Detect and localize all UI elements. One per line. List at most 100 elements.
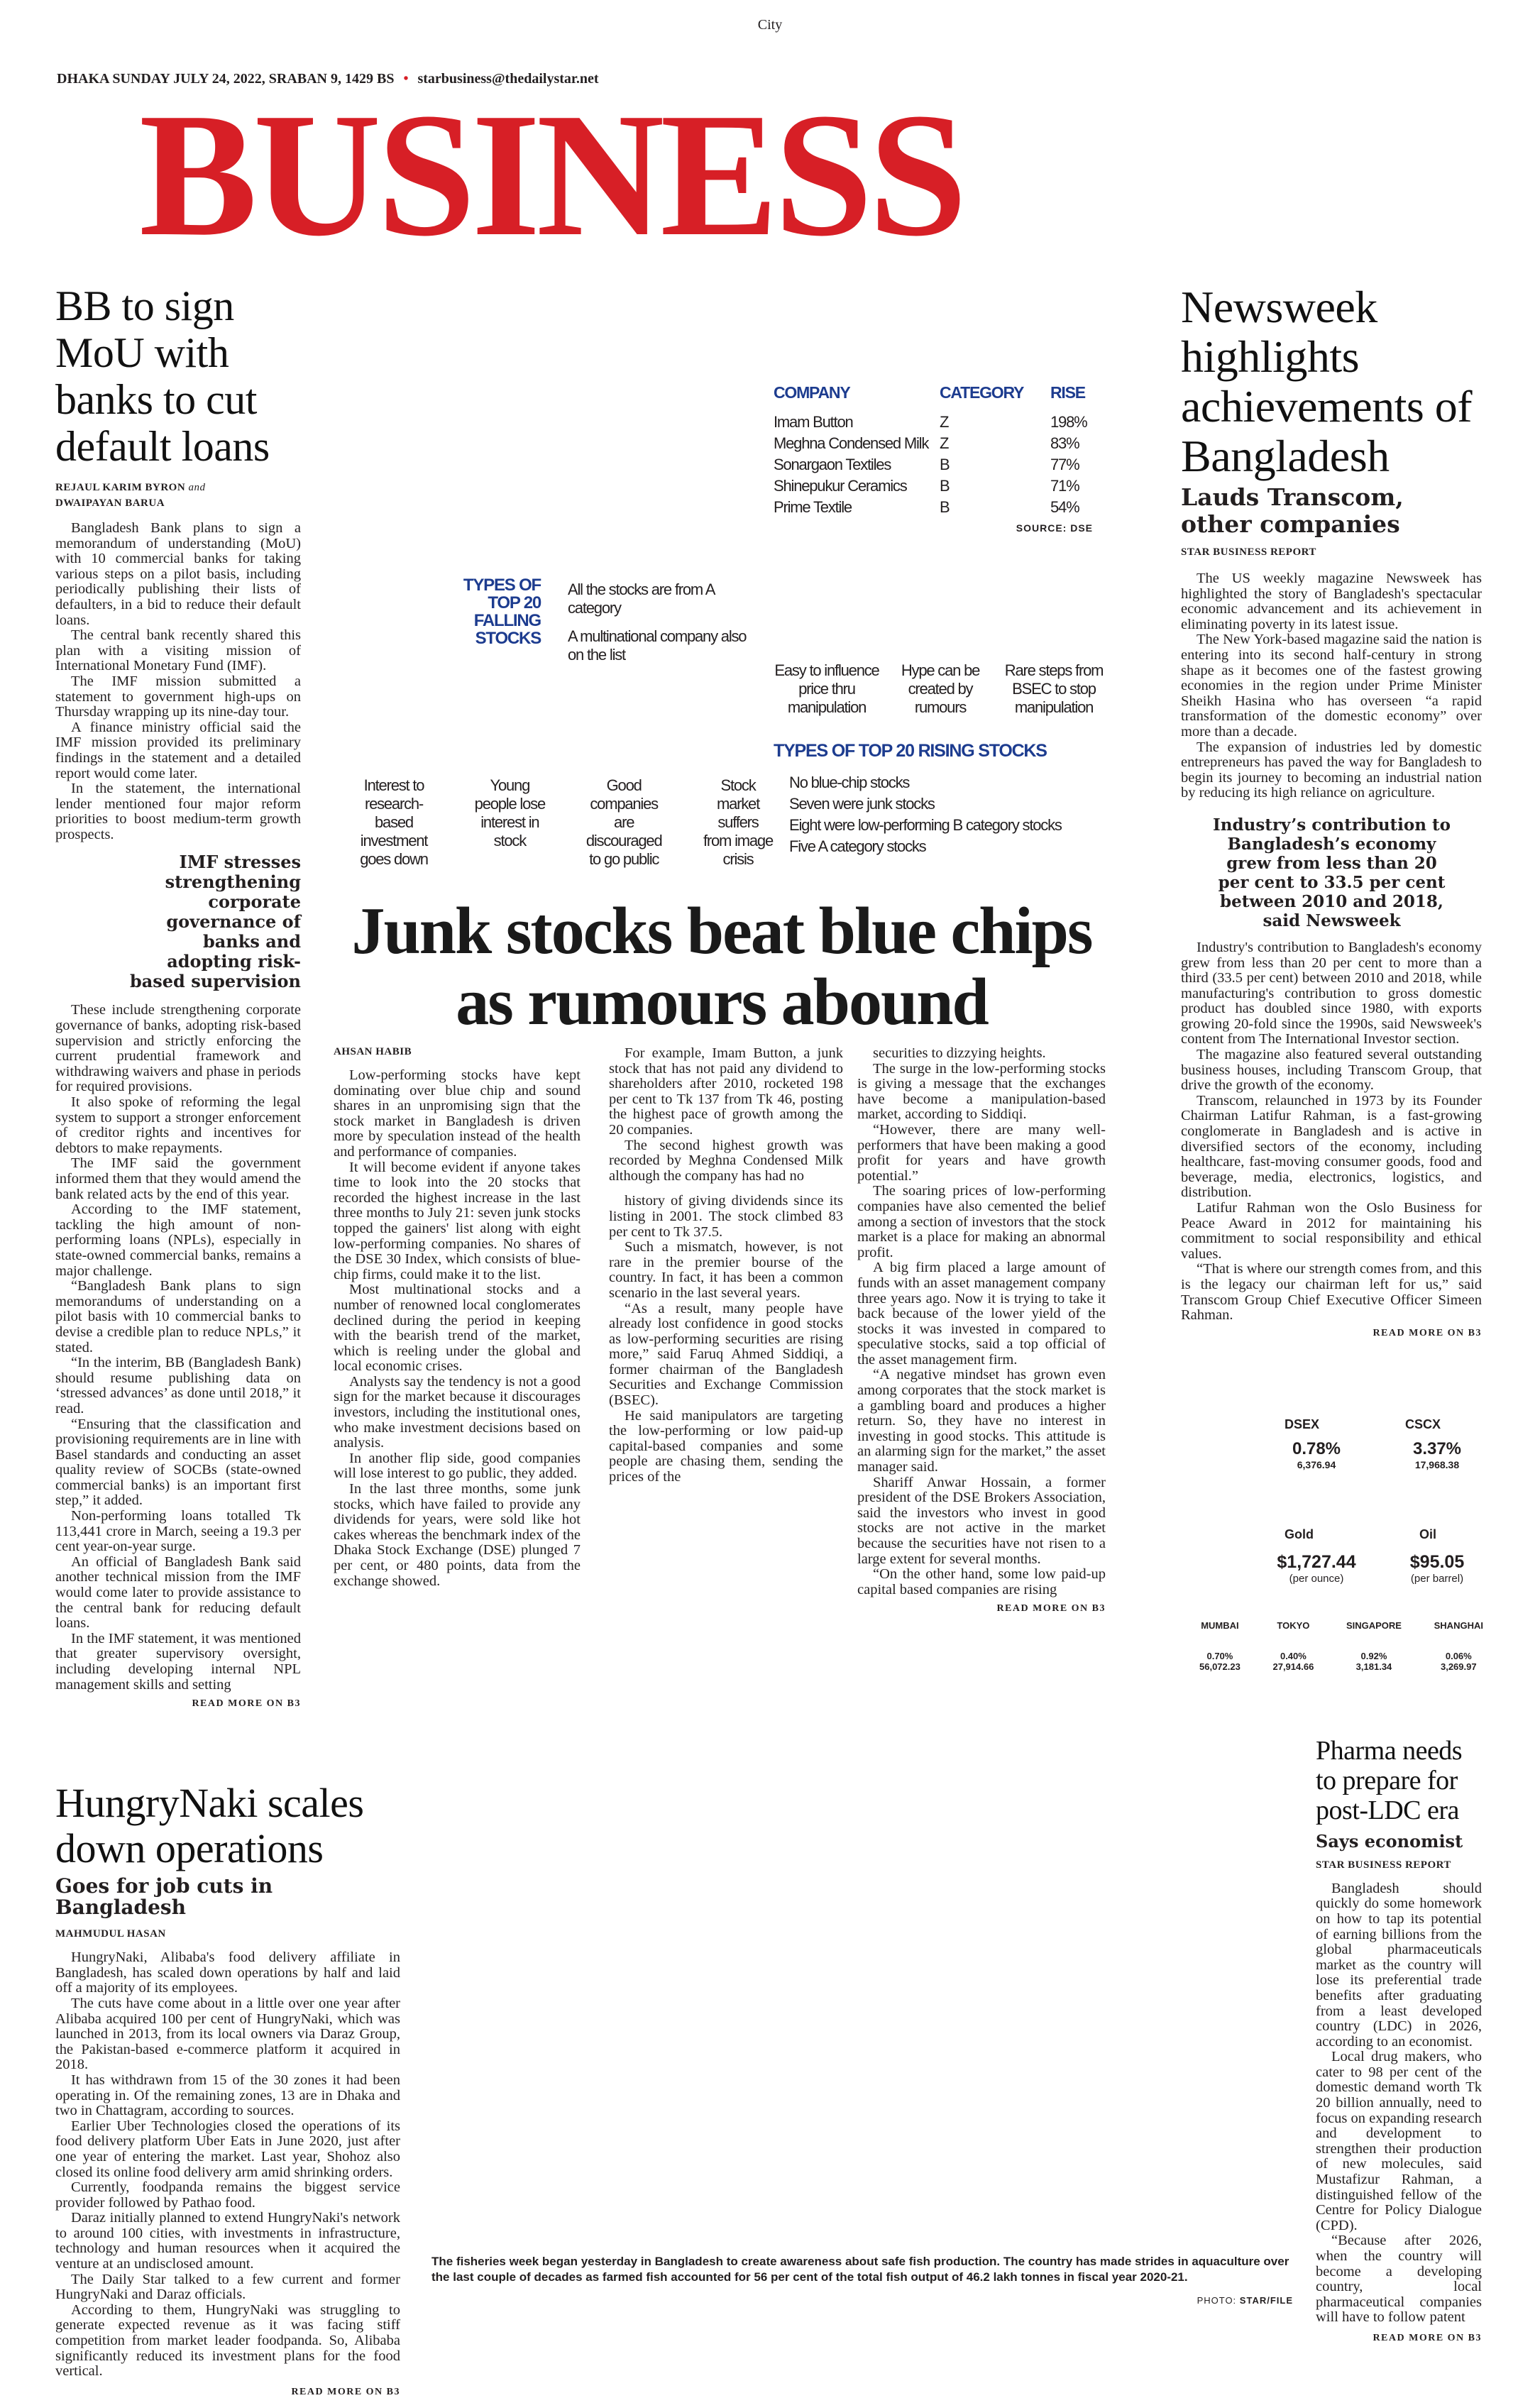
index-name: DSEX xyxy=(1285,1417,1320,1431)
paragraph: securities to dizzying heights. xyxy=(873,1045,1046,1061)
paragraph: “Ensuring that the classification and pr… xyxy=(55,1416,301,1509)
company-name: Prime Textile xyxy=(774,498,852,516)
title-line: TYPES OF xyxy=(463,576,541,595)
bb-subhead: IMF stresses strengthening corporate gov… xyxy=(129,852,301,992)
hungrynaki-headline[interactable]: HungryNaki scales down operations xyxy=(55,1780,364,1872)
paragraph: A finance ministry official said the IMF… xyxy=(55,719,301,781)
reason-item: Hype can be created by rumours xyxy=(901,661,981,716)
paragraph: Local drug makers, who cater to 98 per c… xyxy=(1316,2049,1482,2233)
paragraph: The IMF said the government informed the… xyxy=(55,1155,301,1202)
paragraph: In another flip side, good companies wil… xyxy=(334,1450,581,1482)
category: B xyxy=(940,498,950,516)
paragraph: history of giving dividends since its li… xyxy=(609,1193,843,1240)
newsweek-subhead: Lauds Transcom, other companies xyxy=(1181,483,1404,538)
col-rise: RISE xyxy=(1050,383,1086,402)
bb-headline[interactable]: BB to sign MoU with banks to cut default… xyxy=(55,282,270,470)
separator-dot: • xyxy=(403,71,409,87)
paragraph: The central bank recently shared this pl… xyxy=(55,627,301,674)
rising-item: No blue-chip stocks xyxy=(789,774,910,791)
falling-item: All the stocks are from A category xyxy=(568,581,715,617)
paragraph: Such a mismatch, however, is not rare in… xyxy=(609,1239,843,1301)
market-change: 0.06% xyxy=(1445,1650,1472,1661)
rising-title: TYPES OF TOP 20 RISING STOCKS xyxy=(774,741,1047,761)
pharma-headline[interactable]: Pharma needs to prepare for post-LDC era xyxy=(1316,1735,1463,1825)
section-label: City xyxy=(757,17,783,33)
index-change: 3.37% xyxy=(1412,1439,1462,1458)
pharma-subhead: Says economist xyxy=(1316,1830,1463,1852)
market-change: 0.70% xyxy=(1206,1650,1233,1661)
bb-body-1: Bangladesh Bank plans to sign a memorand… xyxy=(55,520,301,842)
commodity-unit: (per ounce) xyxy=(1289,1572,1344,1585)
rising-item: Seven were junk stocks xyxy=(789,795,935,813)
index-value: 6,376.94 xyxy=(1297,1458,1336,1470)
commodity-name: Oil xyxy=(1419,1527,1437,1541)
hungrynaki-article: HungryNaki scales down operations Goes f… xyxy=(55,1781,400,2398)
market-value: 56,072.23 xyxy=(1199,1661,1241,1672)
paragraph: According to the IMF statement, tackling… xyxy=(55,1201,301,1279)
table-source: SOURCE: DSE xyxy=(1016,522,1093,534)
bb-byline: REJAUL KARIM BYRON and DWAIPAYAN BARUA xyxy=(55,480,410,511)
newsweek-body-2: Industry's contribution to Bangladesh's … xyxy=(1181,940,1482,1324)
rising-item: Five A category stocks xyxy=(789,837,927,855)
paragraph: HungryNaki, Alibaba's food delivery affi… xyxy=(55,1949,400,1996)
falling-item: A multinational company also on the list xyxy=(568,627,747,664)
effect-item: Stock market suffers from image crisis xyxy=(703,776,774,868)
rise-pct: 77% xyxy=(1050,456,1080,473)
hungrynaki-body: HungryNaki, Alibaba's food delivery affi… xyxy=(55,1949,400,2380)
credit-label: PHOTO: xyxy=(1197,2295,1237,2306)
lead-byline: AHSAN HABIB xyxy=(334,1046,412,1057)
rise-pct: 198% xyxy=(1050,413,1088,431)
newsweek-headline[interactable]: Newsweek highlights achievements of Bang… xyxy=(1181,282,1473,481)
market-name: MUMBAI xyxy=(1201,1619,1239,1631)
reason-item: Rare steps from BSEC to stop manipulatio… xyxy=(1004,661,1104,716)
paragraph: In the statement, the international lend… xyxy=(55,781,301,842)
read-more-link[interactable]: READ MORE ON B3 xyxy=(192,1698,301,1710)
lead-story: Junk stocks beat blue chips as rumours a… xyxy=(328,896,1116,1615)
lead-headline[interactable]: Junk stocks beat blue chips as rumours a… xyxy=(351,894,1094,1039)
newsweek-byline: STAR BUSINESS REPORT xyxy=(1181,546,1316,558)
paragraph: The cuts have come about in a little ove… xyxy=(55,1995,400,2073)
email-link[interactable]: starbusiness@thedailystar.net xyxy=(417,71,599,87)
author: REJAUL KARIM BYRON xyxy=(55,482,186,493)
paragraph: The surge in the low-performing stocks i… xyxy=(857,1060,1106,1123)
paragraph: It has withdrawn from 15 of the 30 zones… xyxy=(55,2072,400,2119)
title-line: STOCKS xyxy=(475,629,542,648)
hungrynaki-byline: MAHMUDUL HASAN xyxy=(55,1928,166,1940)
read-more-link[interactable]: READ MORE ON B3 xyxy=(996,1603,1106,1615)
market-name: SHANGHAI xyxy=(1434,1619,1483,1631)
paragraph: Daraz initially planned to extend Hungry… xyxy=(55,2210,400,2272)
read-more-link[interactable]: READ MORE ON B3 xyxy=(1373,2332,1482,2343)
photo-credit: PHOTO: STAR/FILE xyxy=(1107,2295,1293,2306)
company-name: Sonargaon Textiles xyxy=(774,456,891,473)
index-dsex: DSEX 0.78%6,376.94 xyxy=(1270,1417,1363,1470)
paragraph: “As a result, many people have already l… xyxy=(609,1300,843,1409)
falling-title: TYPES OF TOP 20 FALLING STOCKS xyxy=(426,576,541,647)
read-more-link[interactable]: READ MORE ON B3 xyxy=(291,2386,400,2397)
paragraph: He said manipulators are targeting the l… xyxy=(609,1407,843,1485)
commodity-gold: Gold$1,727.44(per ounce) xyxy=(1270,1527,1363,1585)
company-name: Imam Button xyxy=(774,413,854,431)
effects-list: Interest to research-based investment go… xyxy=(348,776,774,869)
effect-item: Good companies are discouraged to go pub… xyxy=(585,776,663,868)
newsweek-pullquote: Industry’s contribution to Bangladesh’s … xyxy=(1213,815,1451,930)
pharma-body: Bangladesh should quickly do some homewo… xyxy=(1316,1881,1482,2326)
paragraph: Most multinational stocks and a number o… xyxy=(334,1282,581,1375)
index-change: 0.78% xyxy=(1292,1439,1341,1458)
read-more-link[interactable]: READ MORE ON B3 xyxy=(1373,1327,1482,1338)
pharma-byline: STAR BUSINESS REPORT xyxy=(1316,1859,1451,1871)
rise-pct: 71% xyxy=(1050,477,1080,495)
paragraph: Analysts say the tendency is not a good … xyxy=(334,1373,581,1451)
commodity-name: Gold xyxy=(1285,1527,1314,1541)
paragraph: Industry's contribution to Bangladesh's … xyxy=(1181,939,1482,1047)
masthead: BUSINESS xyxy=(139,77,967,273)
title-line: FALLING xyxy=(473,611,541,630)
paragraph: Bangladesh Bank plans to sign a memorand… xyxy=(55,520,301,628)
commodity-oil: Oil$95.05(per barrel) xyxy=(1391,1527,1483,1585)
paragraph: According to them, HungryNaki was strugg… xyxy=(55,2301,400,2380)
col-category: CATEGORY xyxy=(940,383,1024,402)
